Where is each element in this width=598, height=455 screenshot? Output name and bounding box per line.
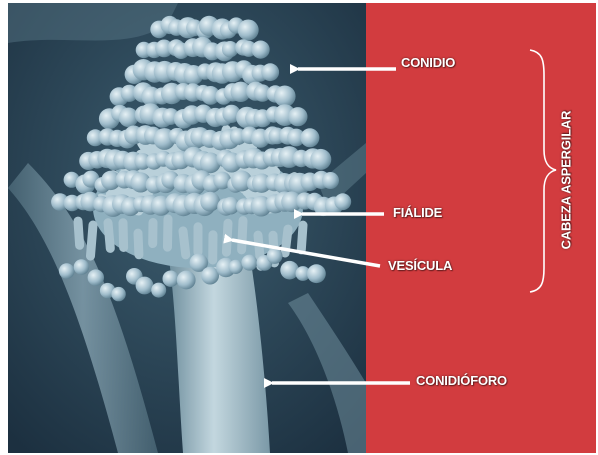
conidium (280, 261, 299, 280)
conidium (300, 128, 319, 147)
conidium (310, 149, 331, 170)
conidium (267, 248, 283, 264)
phialide (167, 219, 168, 247)
conidium (229, 260, 243, 274)
conidium (151, 283, 166, 298)
phialide (242, 221, 243, 250)
conidium (241, 255, 257, 271)
conidium (307, 264, 326, 283)
conidium (74, 259, 89, 274)
phialide (183, 231, 186, 255)
conidium (238, 20, 259, 41)
micrograph-image (8, 3, 366, 453)
label-vesicula: VESÍCULA (388, 258, 452, 273)
phialide (78, 221, 80, 245)
phialide (226, 223, 228, 252)
conidium (177, 271, 196, 290)
conidium (59, 263, 75, 279)
conidium (200, 192, 220, 212)
phialide (108, 223, 110, 249)
label-conidioforo: CONIDIÓFORO (416, 373, 507, 388)
conidium (136, 277, 154, 295)
conidium (274, 86, 296, 108)
conidium (261, 63, 279, 81)
conidium (322, 172, 339, 189)
phialide (138, 233, 139, 255)
conidium (163, 271, 179, 287)
phialide (285, 229, 288, 253)
conidium (88, 269, 104, 285)
conidium (252, 41, 270, 59)
phialide (123, 223, 124, 248)
label-cabeza-aspergilar: CABEZA ASPERGILAR (559, 111, 574, 250)
conidium (288, 107, 307, 126)
phialide (90, 225, 93, 256)
conidium (334, 193, 351, 210)
label-conidio: CONIDIO (401, 55, 455, 70)
label-fialide: FIÁLIDE (393, 205, 442, 220)
aspergillus-diagram (8, 3, 596, 453)
phialide (301, 225, 303, 250)
conidium (111, 287, 125, 301)
